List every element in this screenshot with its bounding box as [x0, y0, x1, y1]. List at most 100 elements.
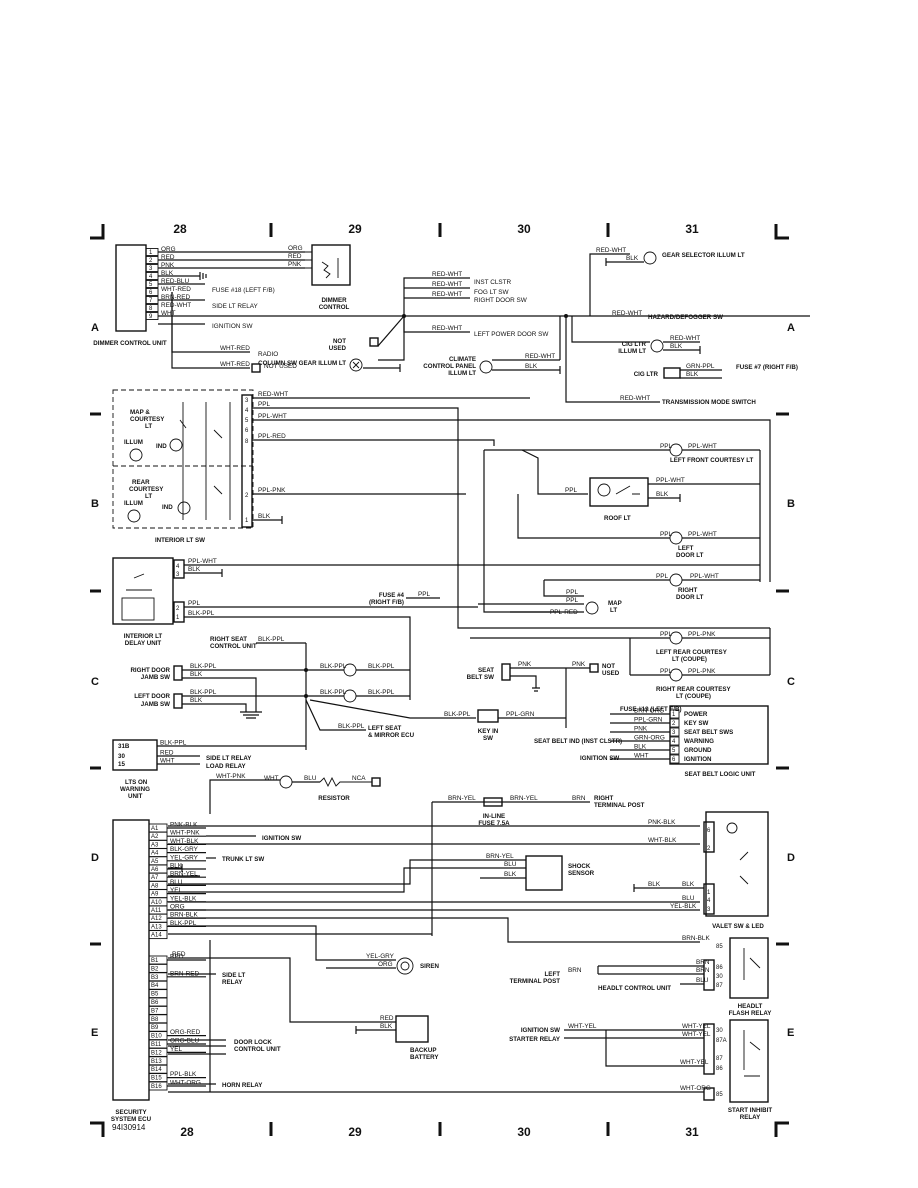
dimmer-wire-label: RED-BLU	[161, 278, 189, 285]
svg-text:30: 30	[716, 974, 723, 980]
ecu-a-wire-label: BLU	[170, 879, 183, 886]
ind-label: IND	[156, 443, 167, 450]
svg-text:85: 85	[716, 944, 723, 950]
wire-label: BLU	[696, 977, 709, 984]
wire-label: PPL	[258, 401, 271, 408]
ecu-b-pin-number: B14	[151, 1067, 162, 1073]
column-label-31-bottom: 31	[685, 1125, 699, 1139]
wire-label: RED-WHT	[596, 247, 626, 254]
svg-text:2: 2	[245, 493, 249, 499]
seatbelt-wire-label: BLK	[634, 744, 647, 751]
wire-label: PPL	[656, 573, 669, 580]
dimmer-pin	[145, 304, 159, 312]
lts-pin-label: 31B	[118, 743, 130, 750]
seatbelt-wire-label: PNK	[634, 726, 648, 733]
wire-label: PPL-WHT	[188, 558, 217, 565]
svg-text:CONTROL: CONTROL	[319, 304, 350, 311]
svg-text:3: 3	[245, 398, 249, 404]
svg-text:USED: USED	[329, 345, 347, 352]
svg-text:RIGHT: RIGHT	[678, 587, 697, 594]
svg-text:WARNING: WARNING	[120, 786, 150, 793]
dimmer-wire-label: BLK	[161, 270, 174, 277]
svg-text:SYSTEM ECU: SYSTEM ECU	[111, 1116, 152, 1123]
ignition-sw-label: IGNITION SW	[212, 323, 253, 330]
seatbelt-wire-label: GRN-ORG	[634, 735, 665, 742]
interior-lt-sw: MAP & COURTESY LT ILLUM IND REAR COURTES…	[112, 389, 254, 544]
wire-label: PPL	[566, 589, 579, 596]
ecu-a-pin-number: A8	[151, 883, 159, 889]
ecu-b-pin-number: B11	[151, 1042, 162, 1048]
fog-lt-sw-label: FOG LT SW	[474, 289, 510, 296]
seatbelt-pin-label: SEAT BELT SWS	[684, 729, 733, 736]
not-used-label: NOT USED	[264, 363, 297, 370]
svg-text:1: 1	[707, 890, 711, 896]
lts-wire-label: WHT	[160, 758, 175, 765]
svg-text:CONTROL UNIT: CONTROL UNIT	[234, 1046, 281, 1053]
roof-lt-label: ROOF LT	[604, 515, 631, 522]
ecu-b-wire-label: WHT-ORG	[170, 1080, 201, 1087]
ecu-b-pin-number: B6	[151, 1000, 159, 1006]
ecu-a-wire-label: BRN-BLK	[170, 912, 198, 919]
right-door-sw-label: RIGHT DOOR SW	[474, 297, 528, 304]
ecu-a-pin-number: A10	[151, 900, 162, 906]
trans-mode-label: TRANSMISSION MODE SWITCH	[662, 399, 756, 406]
svg-text:JAMB SW: JAMB SW	[141, 674, 170, 681]
dimmer-wire-label: WHT	[161, 310, 176, 317]
svg-text:LT (COUPE): LT (COUPE)	[672, 656, 707, 663]
ecu-a-pin-number: A11	[151, 908, 162, 914]
security-system-ecu: A1PNK-BLKA2WHT-PNKA3WHT-BLKA4BLK-GRYA5YE…	[111, 819, 206, 1123]
ecu-a-pin-number: A4	[151, 851, 159, 857]
svg-text:RIGHT SEAT: RIGHT SEAT	[210, 636, 247, 643]
wire-label: RED	[380, 1015, 394, 1022]
svg-text:TERMINAL POST: TERMINAL POST	[510, 978, 561, 985]
illum-label: ILLUM	[124, 439, 143, 446]
row-label-e-right: E	[787, 1027, 794, 1039]
row-label-b: B	[91, 498, 99, 510]
svg-text:DELAY UNIT: DELAY UNIT	[125, 640, 162, 647]
start-inhibit-relay: 30 87A 87 86 85 START INHIBIT RELAY	[703, 1019, 772, 1121]
row-label-a: A	[91, 322, 99, 334]
ecu-b-pin-number: B10	[151, 1034, 162, 1040]
ecu-b-pin-number: B2	[151, 966, 159, 972]
seatbelt-pin-label: KEY SW	[684, 720, 708, 727]
wire-label: GRN-PPL	[686, 363, 715, 370]
seatbelt-pin-number: 3	[672, 730, 676, 736]
svg-text:LT: LT	[145, 493, 152, 500]
seatbelt-pin-number: 2	[672, 721, 676, 727]
wire-label: BLK	[190, 671, 203, 678]
column-sw-label: COLUMN SW GEAR ILLUM LT	[258, 360, 346, 367]
wire-label: BLK-PPL	[190, 689, 217, 696]
ecu-b-pin-number: B15	[151, 1076, 162, 1082]
wire-label: BRN	[696, 967, 710, 974]
dimmer-pin-number: 4	[149, 274, 153, 280]
wire-label: PPL	[660, 631, 673, 638]
wire-label: PNK	[288, 261, 302, 268]
ecu-a-pin-number: A5	[151, 859, 159, 865]
lts-wire-label: RED	[160, 750, 174, 757]
wire-label: RED-WHT	[670, 335, 700, 342]
svg-text:6: 6	[245, 428, 249, 434]
wire-label: BRN	[568, 967, 582, 974]
svg-text:DOOR LT: DOOR LT	[676, 594, 704, 601]
svg-text:NOT: NOT	[333, 338, 346, 345]
starter-relay-label: STARTER RELAY	[509, 1036, 561, 1043]
svg-text:CONTROL PANEL: CONTROL PANEL	[423, 363, 476, 370]
wire-label: BLK	[670, 343, 683, 350]
svg-text:2: 2	[707, 846, 711, 852]
dimmer-wire-label: BRN-RED	[161, 294, 190, 301]
ecu-a-wire-label: YEL	[170, 887, 183, 894]
seatbelt-pin-number: 1	[672, 712, 676, 718]
dimmer-pin-number: 1	[149, 250, 153, 256]
seatbelt-wire-label: PPL-GRN	[634, 717, 663, 724]
wire-label: BLK	[380, 1023, 393, 1030]
load-relay-label: LOAD RELAY	[206, 763, 247, 770]
svg-text:RIGHT REAR COURTESY: RIGHT REAR COURTESY	[656, 686, 731, 693]
wire-label: WHT-RED	[220, 361, 250, 368]
wire-label: RED-WHT	[525, 353, 555, 360]
svg-text:86: 86	[716, 965, 723, 971]
lts-pin-label: 15	[118, 761, 125, 768]
dimmer-pin-number: 9	[149, 314, 153, 320]
ecu-b-pin-number: B4	[151, 983, 159, 989]
wire-label: BLK-PPL	[368, 689, 395, 696]
